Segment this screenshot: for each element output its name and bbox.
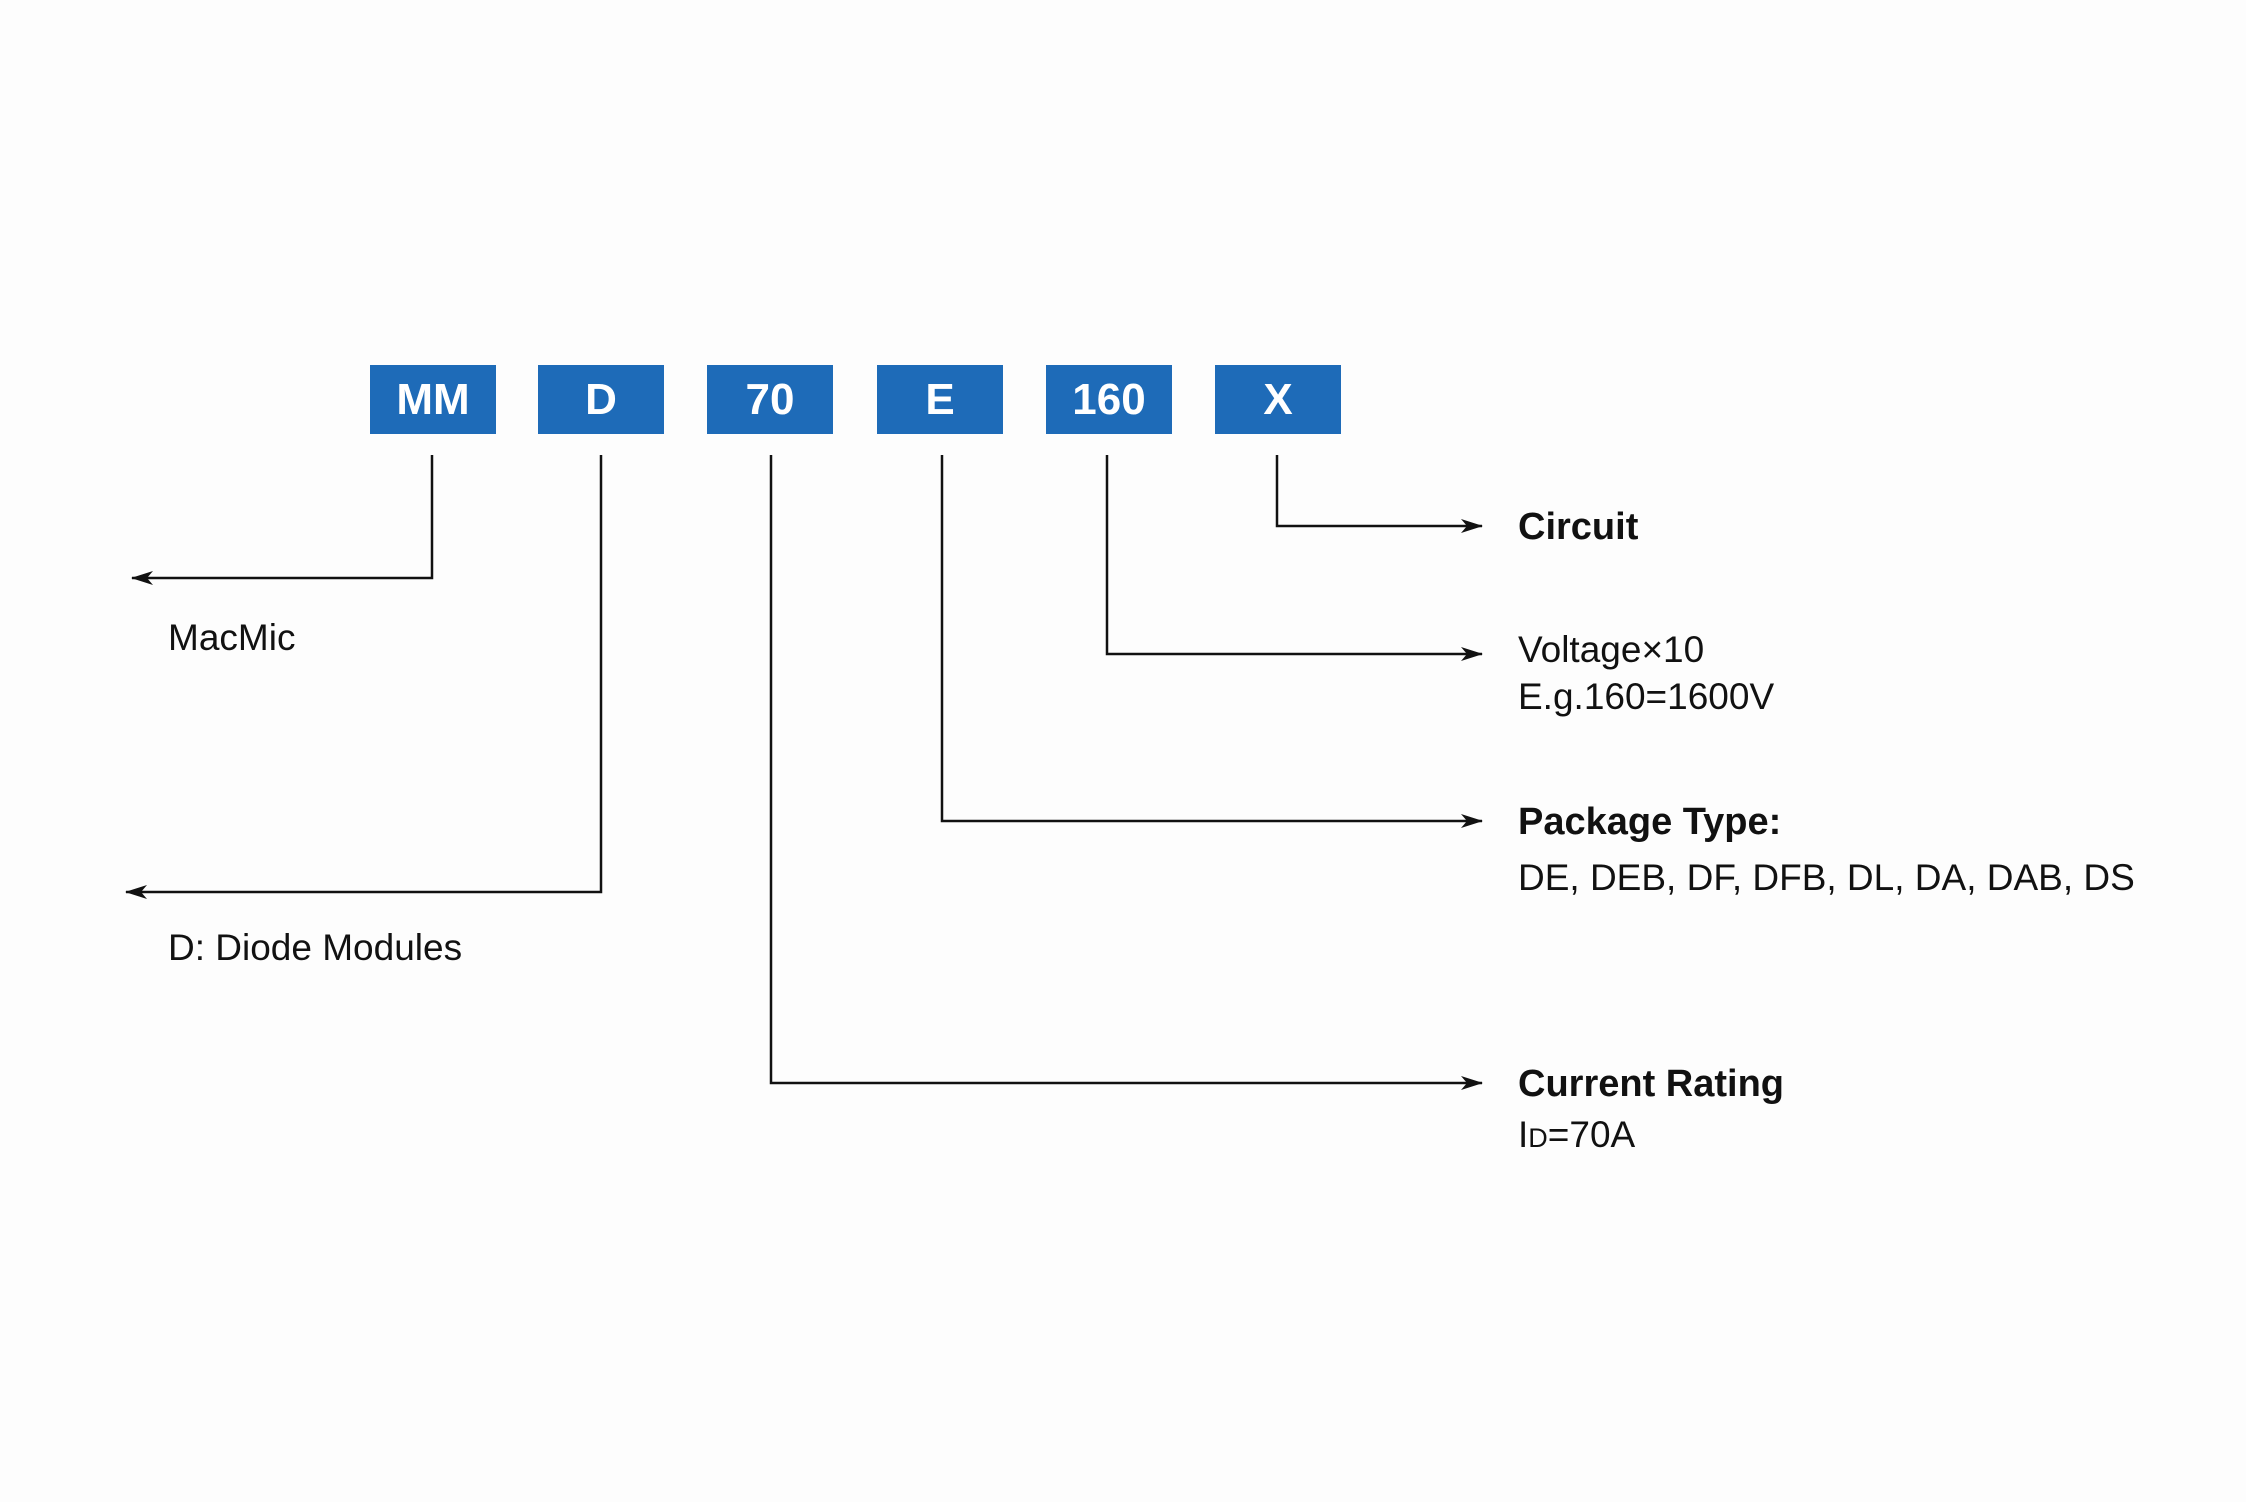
code-box-d: D (538, 365, 664, 434)
current-subscript: D (1528, 1123, 1548, 1153)
label-voltage-example: E.g.160=1600V (1518, 676, 1775, 717)
connector-70 (769, 455, 1483, 1090)
label-current-value: ID=70A (1518, 1116, 1635, 1153)
label-macmic: MacMic (168, 617, 296, 658)
code-box-160: 160 (1046, 365, 1172, 434)
connector-mm (131, 455, 434, 585)
code-box-70: 70 (707, 365, 833, 434)
connector-x (1275, 455, 1483, 533)
label-package-list: DE, DEB, DF, DFB, DL, DA, DAB, DS (1518, 857, 2135, 898)
code-box-e: E (877, 365, 1003, 434)
connector-160 (1105, 455, 1483, 661)
connector-e (940, 455, 1483, 828)
label-voltage: Voltage×10 (1518, 629, 1705, 670)
current-amps: =70A (1547, 1114, 1636, 1155)
label-package-type: Package Type: (1518, 801, 1782, 843)
code-box-mm: MM (370, 365, 496, 434)
label-diode-modules: D: Diode Modules (168, 927, 463, 968)
connector-d (125, 455, 603, 899)
label-circuit: Circuit (1518, 506, 1639, 548)
code-box-x: X (1215, 365, 1341, 434)
current-symbol: I (1518, 1114, 1529, 1155)
label-current-rating: Current Rating (1518, 1063, 1784, 1105)
